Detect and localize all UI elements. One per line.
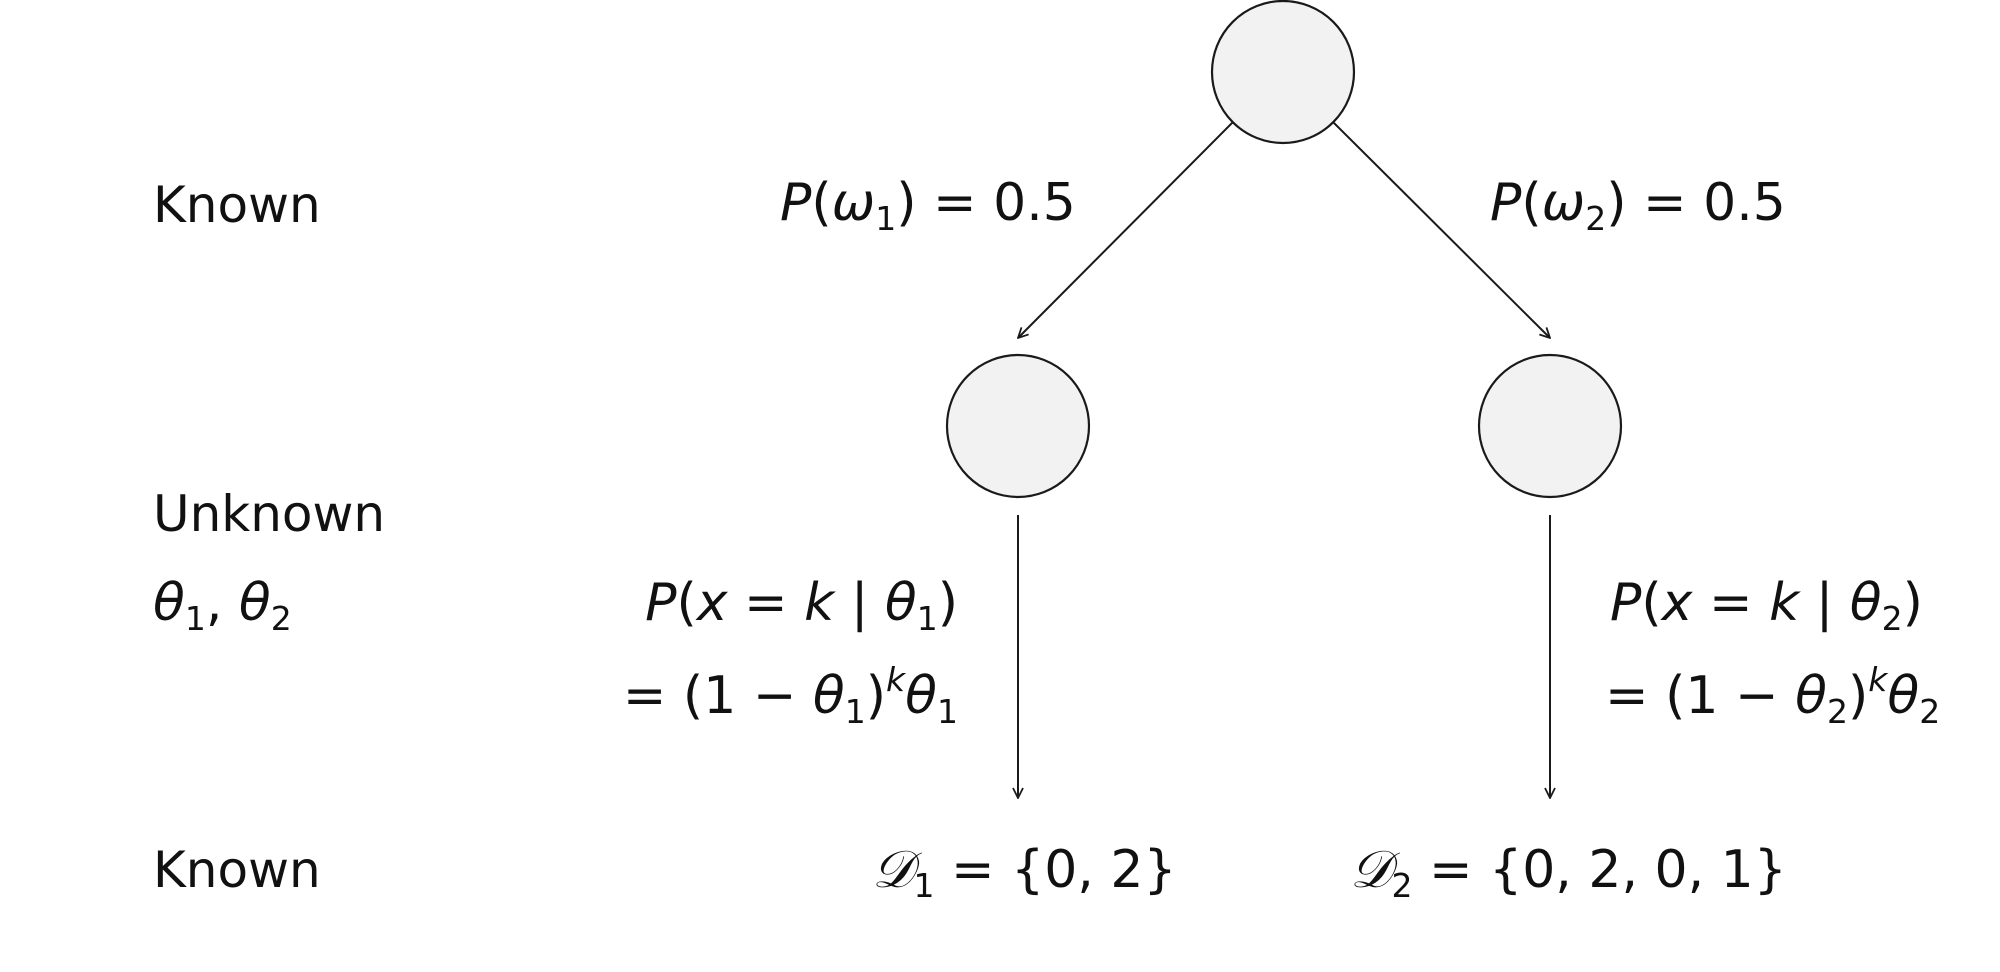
edge-root-to-left (1018, 121, 1234, 338)
likelihood-right-line2: = (1 − θ2)kθ2 (1605, 660, 1940, 731)
edge-root-to-right (1332, 121, 1550, 338)
root-node (1210, 0, 1356, 145)
dataset-left: 𝒟1 = {0, 2} (872, 840, 1177, 905)
row-label-known-bottom: Known (153, 841, 321, 899)
dataset-right: 𝒟2 = {0, 2, 0, 1} (1350, 840, 1787, 905)
row-label-unknown-params: θ1, θ2 (153, 573, 292, 638)
row-label-known-top: Known (153, 176, 321, 234)
likelihood-left-line1: P(x = k | θ1) (645, 573, 958, 638)
row-label-unknown: Unknown (153, 485, 385, 543)
class-node-right (1477, 353, 1623, 499)
class-node-left (945, 353, 1091, 499)
likelihood-left-line2: = (1 − θ1)kθ1 (623, 660, 958, 731)
prior-label-right: P(ω2) = 0.5 (1490, 173, 1786, 238)
prior-label-left: P(ω1) = 0.5 (780, 173, 1076, 238)
likelihood-right-line1: P(x = k | θ2) (1610, 573, 1923, 638)
